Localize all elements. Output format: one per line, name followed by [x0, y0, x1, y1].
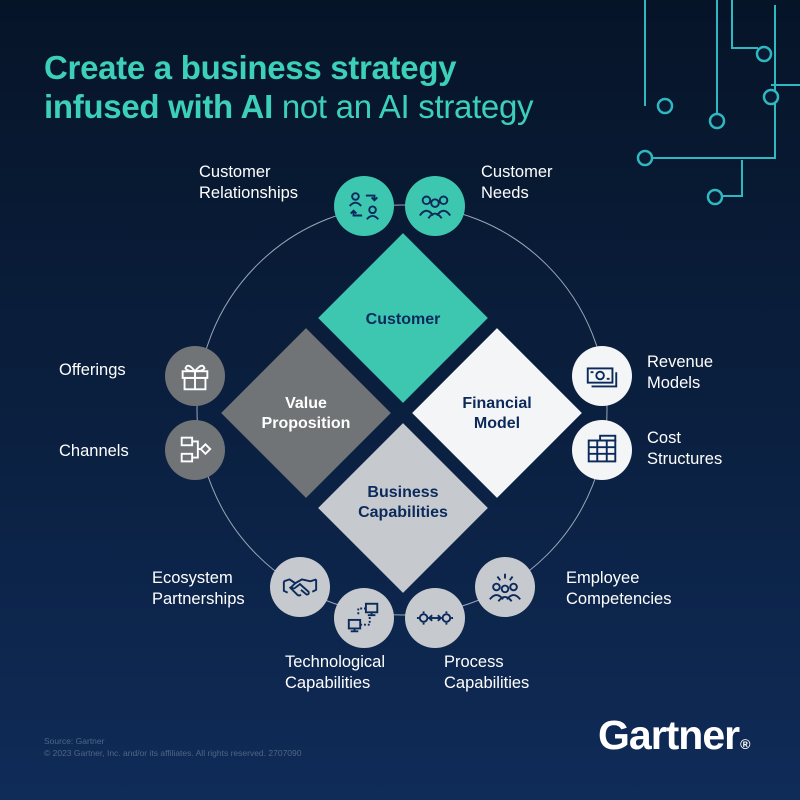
source-note: Source: Gartner [44, 736, 105, 746]
gartner-logo: Gartner® [598, 712, 750, 759]
customer-relationships-label: Customer Relationships [199, 163, 299, 202]
cost-structures-label: Cost Structures [647, 429, 723, 468]
flowchart-icon [180, 436, 212, 463]
revenue-models-node [572, 346, 632, 406]
customer-relationships-node [334, 176, 394, 236]
gift-icon [181, 364, 209, 391]
circuit-node [636, 149, 654, 167]
customer-needs-label: Customer Needs [481, 163, 553, 202]
process-capabilities-label: Process Capabilities [444, 653, 530, 692]
channels-label: Channels [59, 442, 129, 460]
page-title: Create a business strategy infused with … [44, 48, 534, 126]
employee-competencies-node [475, 557, 535, 617]
handshake-icon [282, 578, 318, 597]
circuit-node [755, 45, 773, 63]
revenue-models-label: Revenue Models [647, 353, 714, 392]
copyright-note: © 2023 Gartner, Inc. and/or its affiliat… [44, 748, 302, 758]
technological-capabilities-label: Technological Capabilities [285, 653, 385, 692]
title-bold-line-2: infused with AI [44, 88, 273, 125]
value-proposition-diamond-label: Value Proposition [261, 395, 351, 432]
offerings-label: Offerings [59, 361, 126, 379]
registered-mark: ® [740, 736, 750, 752]
calculator-icon [587, 434, 617, 463]
network-computers-icon [347, 602, 379, 633]
cost-structures-node [572, 420, 632, 480]
offerings-node [165, 346, 225, 406]
process-capabilities-node [405, 588, 465, 648]
gears-arrows-icon [416, 611, 454, 625]
business-capabilities-diamond-label: Business Capabilities [358, 484, 448, 521]
customer-diamond-label: Customer [365, 311, 441, 328]
technological-capabilities-node [334, 588, 394, 648]
financial-model-diamond-label: Financial Model [462, 395, 532, 432]
title-bold-line-1: Create a business strategy [44, 49, 457, 86]
group-icon [419, 195, 451, 219]
channels-node [165, 420, 225, 480]
circuit-node [656, 97, 674, 115]
circuit-node [708, 112, 726, 130]
ecosystem-partnerships-node [270, 557, 330, 617]
circuit-decoration [636, 0, 800, 206]
team-spark-icon [489, 573, 521, 602]
banknote-icon [586, 367, 618, 388]
gartner-logo-text: Gartner [598, 712, 740, 758]
circuit-node [706, 188, 724, 206]
ecosystem-partnerships-label: Ecosystem Partnerships [152, 569, 245, 608]
title-light-text: not an AI strategy [281, 88, 534, 125]
customer-needs-node [405, 176, 465, 236]
exchange-people-icon [349, 192, 379, 220]
circuit-node [762, 88, 780, 106]
employee-competencies-label: Employee Competencies [566, 569, 672, 608]
